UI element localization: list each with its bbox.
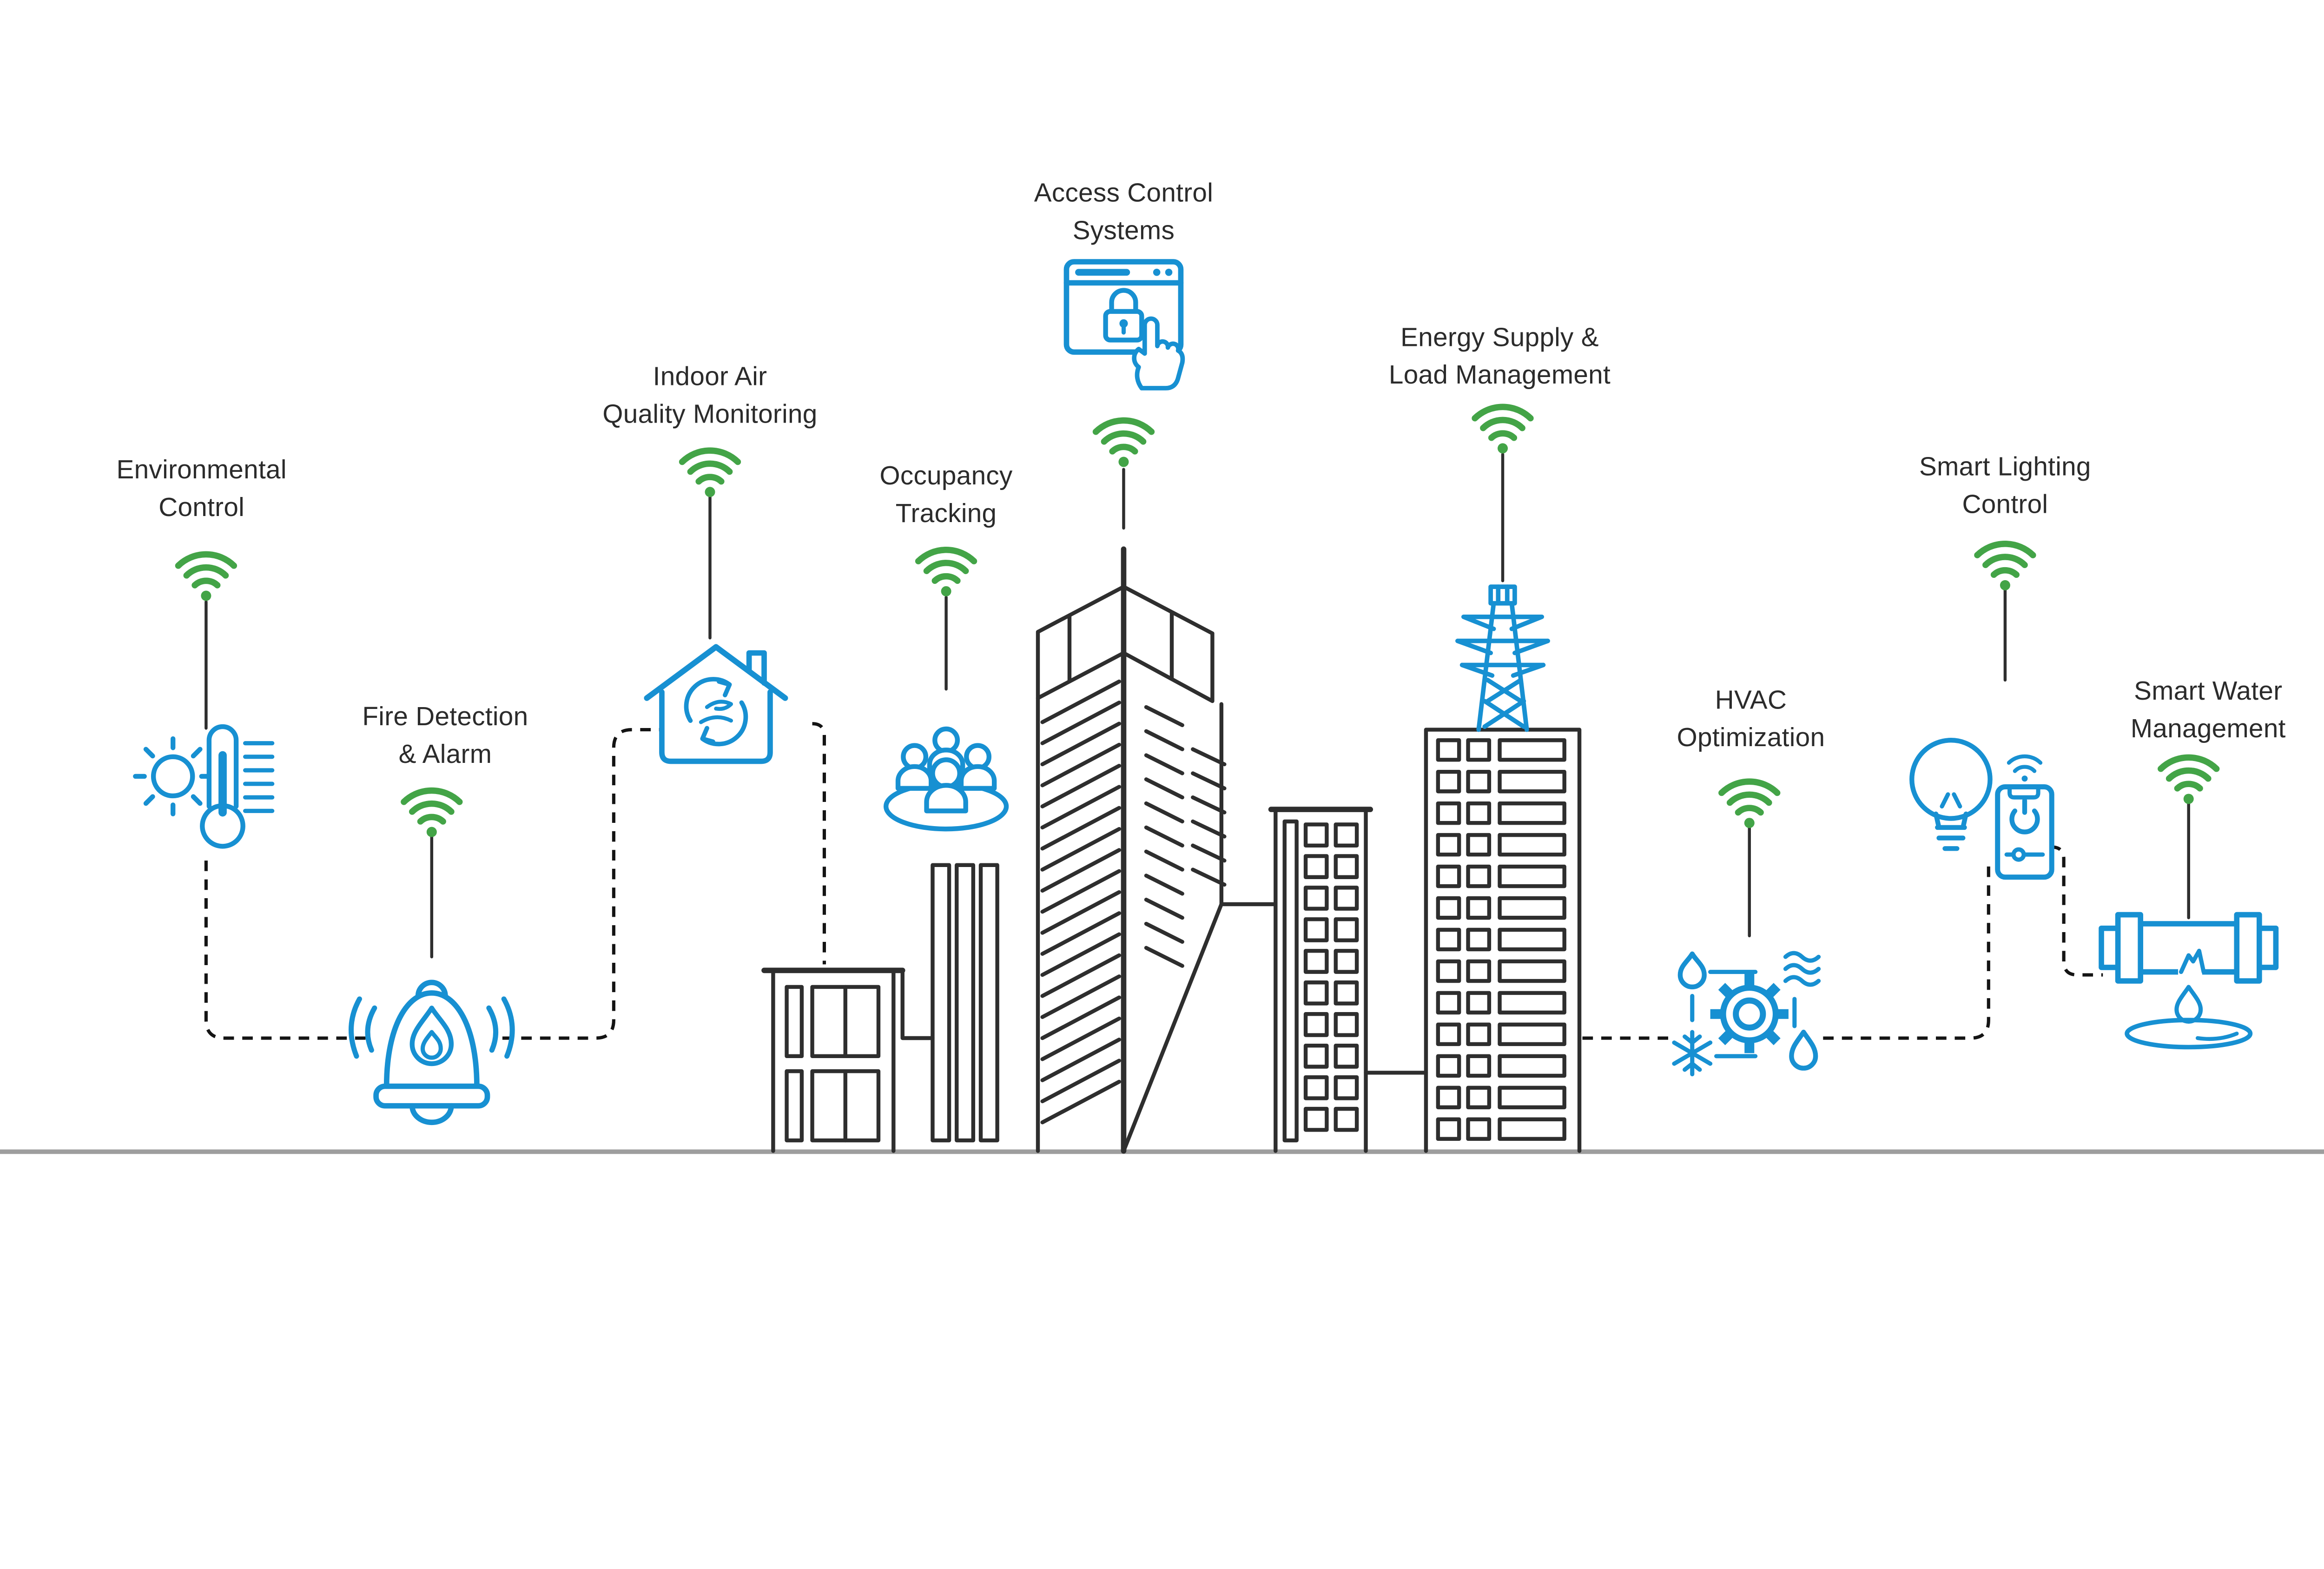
leaking-pipe-icon bbox=[2099, 912, 2279, 1050]
smart-building-iot-diagram: Environmental Control Fire Detection & A… bbox=[0, 177, 2324, 1154]
diagram-scene bbox=[0, 259, 2324, 1154]
wifi-icon bbox=[1475, 407, 1531, 453]
dashed-connectors bbox=[204, 722, 2103, 1040]
thermometer-sun-icon bbox=[133, 724, 275, 849]
wifi-icon bbox=[178, 554, 234, 601]
wifi-icon bbox=[682, 450, 738, 497]
transmission-tower-icon bbox=[1455, 584, 1550, 732]
alarm-bell-fire-icon bbox=[349, 980, 515, 1125]
label-environmental-control: Environmental Control bbox=[116, 454, 287, 522]
building-energy bbox=[1424, 728, 1582, 1153]
building-stripes bbox=[931, 863, 999, 1143]
building-small-left bbox=[761, 967, 935, 1153]
bulb-phone-remote-icon bbox=[1909, 738, 2054, 880]
label-access-control: Access Control Systems bbox=[1034, 177, 1214, 245]
building-central-tower bbox=[1036, 546, 1278, 1154]
wifi-drop-lines bbox=[205, 453, 2190, 959]
label-indoor-air-quality: Indoor Air Quality Monitoring bbox=[602, 361, 818, 429]
wifi-icon bbox=[918, 550, 974, 596]
wifi-icon bbox=[1977, 544, 2033, 590]
wifi-icon bbox=[1722, 781, 1777, 828]
label-smart-water: Smart Water Management bbox=[2130, 675, 2286, 743]
house-air-circulation-icon bbox=[644, 644, 788, 764]
label-fire-detection-alarm: Fire Detection & Alarm bbox=[362, 701, 528, 769]
city-skyline bbox=[761, 546, 1582, 1154]
label-smart-lighting: Smart Lighting Control bbox=[1919, 451, 2091, 519]
label-occupancy-tracking: Occupancy Tracking bbox=[879, 460, 1013, 528]
people-group-icon bbox=[883, 726, 1009, 832]
label-hvac-optimization: HVAC Optimization bbox=[1677, 684, 1825, 753]
gear-climate-icon bbox=[1672, 951, 1821, 1077]
wifi-icon bbox=[2161, 757, 2217, 804]
wifi-icon bbox=[404, 791, 460, 837]
building-square-windows bbox=[1268, 807, 1428, 1153]
label-energy-supply: Energy Supply & Load Management bbox=[1388, 322, 1611, 390]
browser-lock-hand-icon bbox=[1063, 259, 1185, 391]
